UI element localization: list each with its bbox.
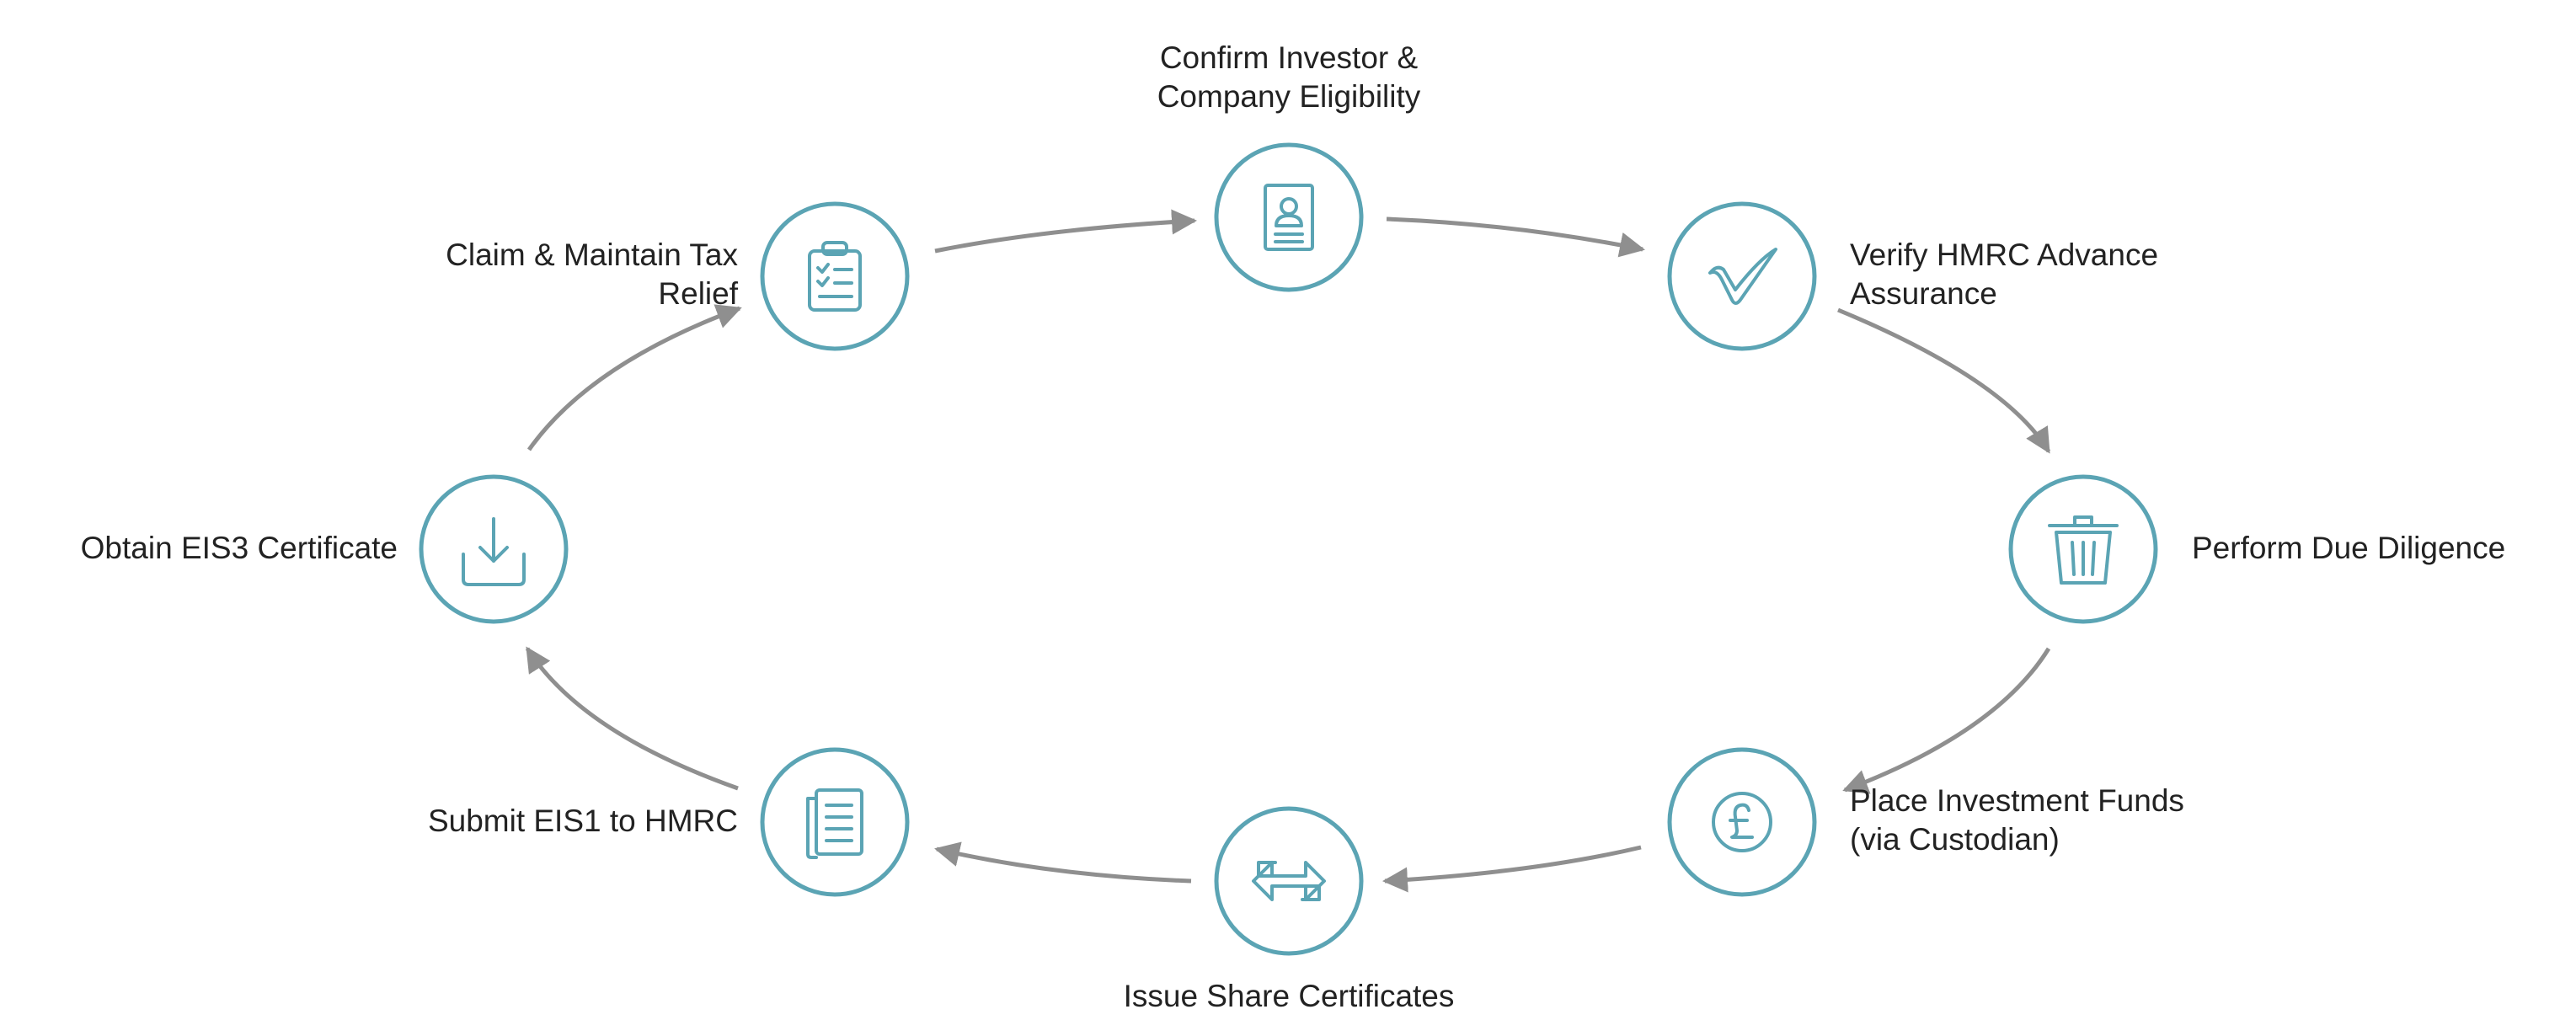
arrow-obtain-to-claim [526,304,742,451]
arrow-issue-to-submit [934,841,1192,884]
checkmark-icon [1708,248,1777,305]
label-issue-line-1: Issue Share Certificates [1123,979,1455,1013]
label-confirm-line-1: Confirm Investor & [1159,40,1419,75]
label-confirm: Confirm Investor & Company Eligibility [1078,39,1499,116]
label-obtain-line-1: Obtain EIS3 Certificate [80,531,398,565]
label-funds-line-1: Place Investment Funds [1850,783,2184,818]
label-due: Perform Due Diligence [2192,529,2563,568]
arrow-claim-to-confirm [934,209,1197,254]
arrow-submit-to-obtain [525,646,739,791]
trash-bin-icon [2048,515,2119,585]
arrow-verify-to-due [1837,307,2051,454]
label-verify: Verify HMRC Advance Assurance [1850,236,2288,313]
label-claim: Claim & Maintain Tax Relief [320,236,738,313]
label-funds: Place Investment Funds (via Custodian) [1850,782,2322,859]
label-submit-line-1: Submit EIS1 to HMRC [427,804,738,838]
label-obtain: Obtain EIS3 Certificate [17,529,398,568]
arrow-funds-to-issue [1382,845,1642,893]
id-card-icon [1264,184,1314,251]
exchange-arrows-icon [1252,861,1326,901]
label-claim-line-2: Relief [658,276,738,311]
label-submit: Submit EIS1 to HMRC [320,802,738,841]
node-submit [760,747,910,897]
label-issue: Issue Share Certificates [1036,977,1542,1016]
label-funds-line-2: (via Custodian) [1850,822,2060,857]
label-due-line-1: Perform Due Diligence [2192,531,2506,565]
label-verify-line-2: Assurance [1850,276,1997,311]
download-tray-icon [462,517,526,586]
pound-coin-icon [1712,792,1772,852]
arrow-due-to-funds [1842,647,2051,794]
label-verify-line-1: Verify HMRC Advance [1850,238,2159,272]
node-verify [1667,201,1817,351]
node-issue [1214,806,1364,956]
clipboard-checklist-icon [808,241,862,312]
arrow-confirm-to-verify [1386,216,1645,258]
label-claim-line-1: Claim & Maintain Tax [446,238,738,272]
document-stack-icon [806,788,863,859]
label-confirm-line-2: Company Eligibility [1157,79,1421,114]
node-claim [760,201,910,351]
